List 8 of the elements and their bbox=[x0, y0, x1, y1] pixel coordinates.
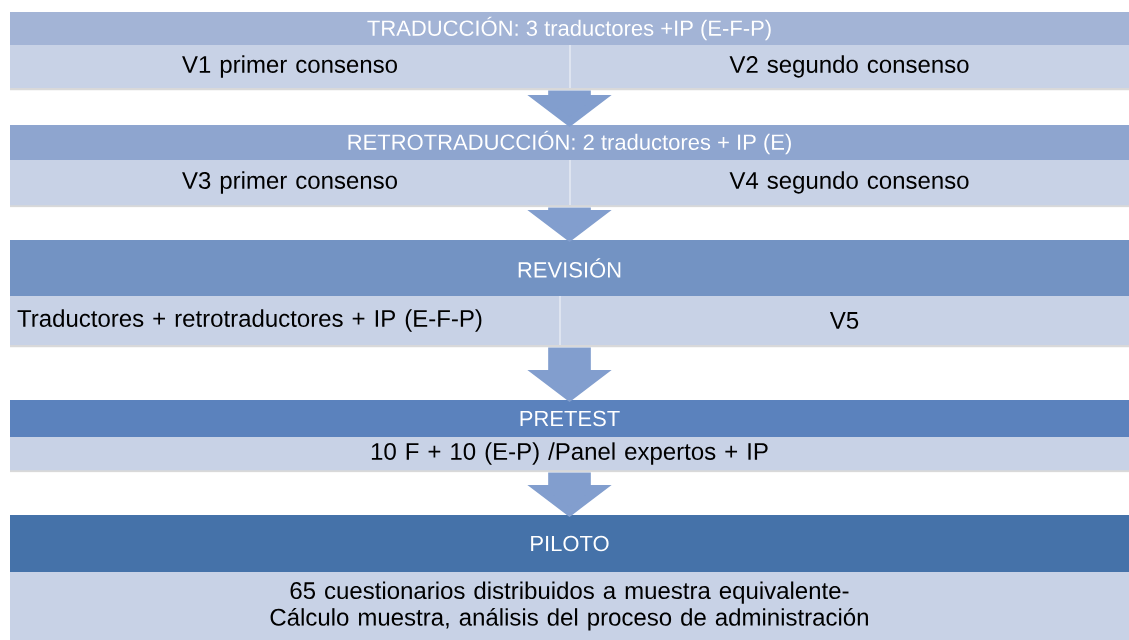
text-cell: 65 cuestionarios distribuidos a muestra equivalente-Cálculo muestra, análisis del proceso de administración bbox=[270, 581, 868, 631]
text-cell: V5 bbox=[829, 312, 859, 329]
text-cell: Traductores + retrotraductores + IP (E-F-P) bbox=[17, 309, 482, 332]
text-cell: V4 segundo consenso bbox=[729, 171, 969, 194]
text-cell: 10 F + 10 (E-P) /Panel expertos + IP bbox=[371, 442, 768, 465]
text-cell: V1 primer consenso bbox=[182, 55, 397, 78]
text-cell: V2 segundo consenso bbox=[729, 55, 969, 78]
text-cell: V3 primer consenso bbox=[182, 171, 397, 194]
